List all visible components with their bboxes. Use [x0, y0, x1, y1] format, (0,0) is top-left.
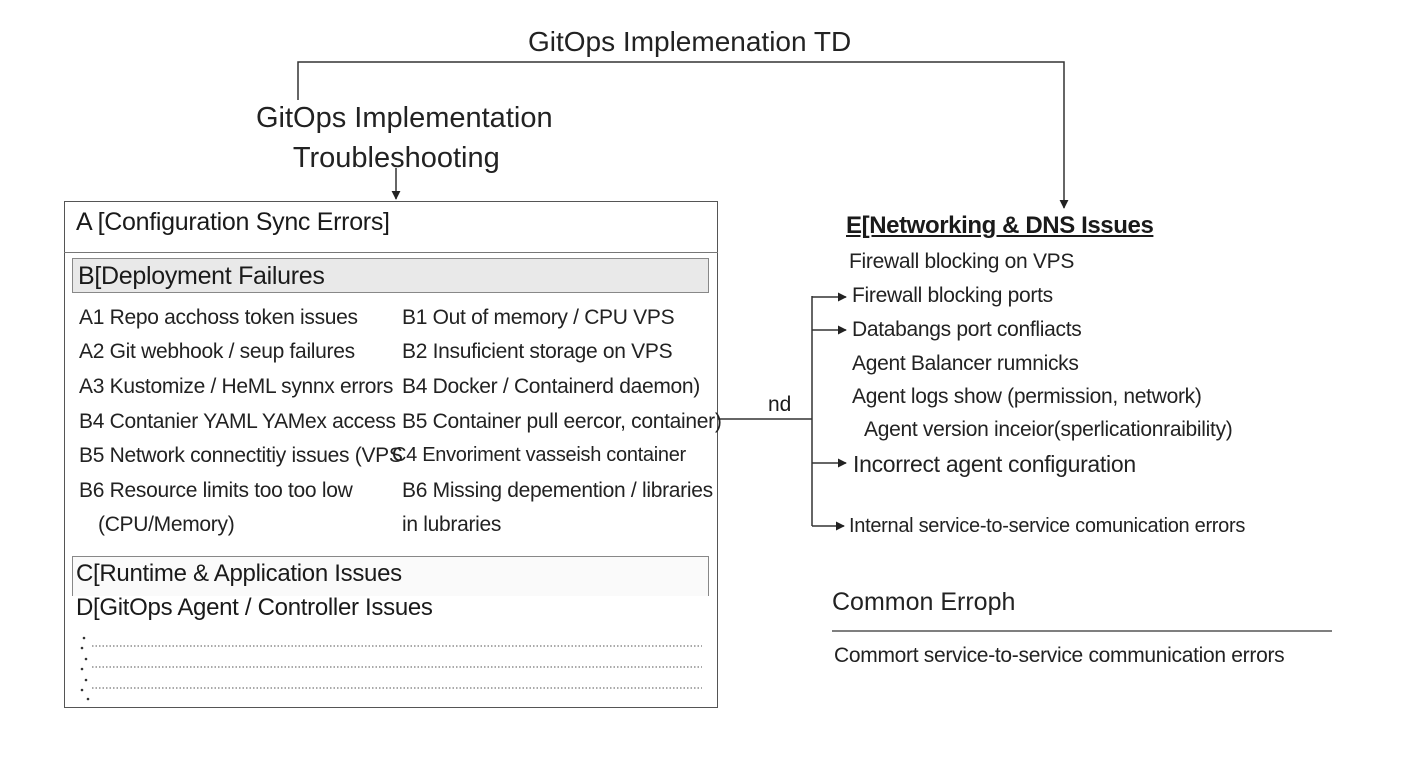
subtitle-line-1: GitOps Implementation [256, 102, 553, 134]
e-item: Agent version inceior(sperlicationraibil… [864, 418, 1233, 441]
section-c-bar [72, 556, 709, 596]
subtitle-line-2: Troubleshooting [292, 142, 500, 174]
d-placeholder-dots [80, 636, 90, 701]
e-item: Firewall blocking ports [852, 284, 1053, 307]
connector-label: nd [768, 393, 792, 416]
right-item: B6 Missing depemention / libraries [402, 479, 713, 502]
e-item: Agent Balancer rumnicks [852, 352, 1079, 375]
left-item: B4 Contanier YAML YAMex access [79, 410, 396, 433]
e-item: Incorrect agent configuration [853, 451, 1136, 477]
diagram-title: GitOps Implemenation TD [528, 26, 852, 57]
section-a-header: A [Configuration Sync Errors] [76, 208, 390, 236]
right-item: in lubraries [402, 513, 502, 536]
left-item: (CPU/Memory) [98, 513, 235, 536]
d-placeholder-lines [92, 645, 702, 689]
section-c-header: C[Runtime & Application Issues [76, 560, 402, 587]
right-item: B2 Insuficient storage on VPS [402, 340, 673, 363]
title-to-troubleshooting-connector [297, 61, 1069, 209]
left-item: A1 Repo acchoss token issues [79, 306, 358, 329]
diagram-subtitle: GitOps Implementation Troubleshooting [240, 98, 553, 178]
right-item: B4 Docker / Containerd daemon) [402, 375, 700, 398]
left-item: A3 Kustomize / HeML synnx errors [79, 375, 394, 398]
section-d-header: D[GitOps Agent / Controller Issues [76, 594, 433, 621]
section-b-bar [72, 258, 709, 293]
right-item: C4 Envoriment vasseish container [392, 444, 686, 466]
common-errors-title: Common Erroph [832, 588, 1016, 616]
e-item: Databangs port confliacts [852, 318, 1082, 341]
section-e-header: E[Networking & DNS Issues [846, 212, 1154, 239]
section-a-divider [64, 252, 718, 253]
right-item: B1 Out of memory / CPU VPS [402, 306, 675, 329]
right-item: B5 Container pull eercor, container) [402, 410, 722, 433]
e-item: Internal service-to-service comunication… [849, 515, 1246, 537]
section-b-header: B[Deployment Failures [78, 262, 325, 290]
left-item: B6 Resource limits too too low [79, 479, 353, 502]
left-item: A2 Git webhook / seup failures [79, 340, 355, 363]
common-errors-text: Commort service-to-service communication… [834, 644, 1285, 667]
e-item: Agent logs show (permission, network) [852, 385, 1202, 408]
left-item: B5 Network connectitiy issues (VPS [79, 444, 403, 467]
e-item: Firewall blocking on VPS [849, 250, 1075, 273]
troubleshooting-box [64, 201, 718, 708]
